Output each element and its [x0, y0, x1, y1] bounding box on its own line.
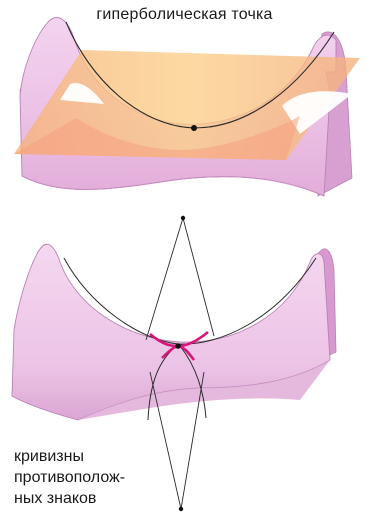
bottom-caption-line-2: противополож- — [14, 467, 174, 488]
curvature-line-up-right — [183, 218, 214, 336]
bottom-caption-line-3: ных знаков — [14, 488, 174, 509]
bottom-hyperbolic-point — [175, 343, 181, 349]
center-of-curvature-lower — [179, 507, 183, 511]
top-saddle-figure — [14, 18, 360, 196]
top-caption: гиперболическая точка — [0, 6, 369, 24]
center-of-curvature-upper — [181, 216, 185, 220]
bottom-caption-line-1: кривизны — [14, 446, 174, 467]
bottom-caption: кривизны противополож- ных знаков — [14, 446, 174, 509]
curvature-line-up-left — [146, 218, 183, 340]
top-hyperbolic-point — [191, 125, 197, 131]
